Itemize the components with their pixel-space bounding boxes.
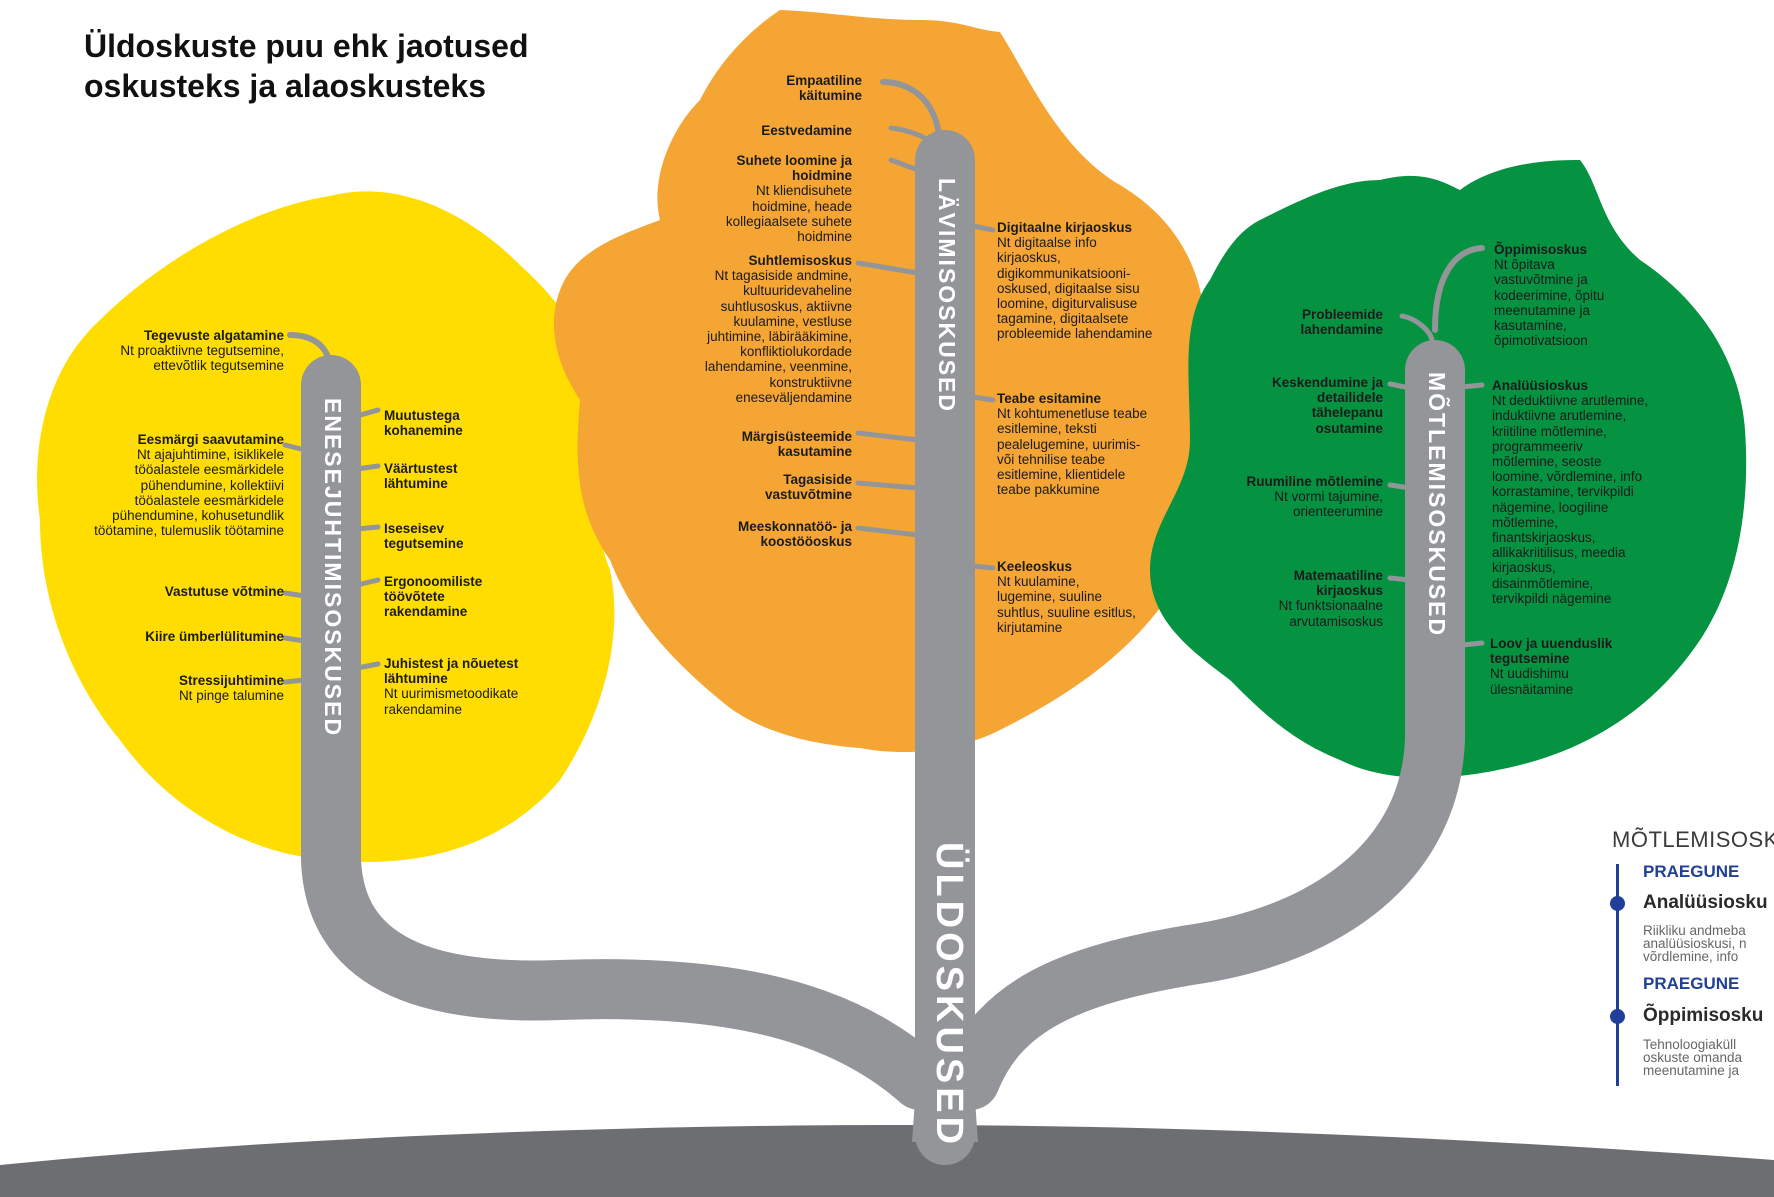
trunk-base bbox=[912, 1100, 978, 1142]
connector-twigs bbox=[282, 125, 1485, 685]
skill-ruumiline-motlemine: Ruumiline mõtlemine Nt vormi tajumine, o… bbox=[1246, 474, 1383, 520]
skill-oppimisoskus: Õppimisoskus Nt õpitava vastuvõtmine ja … bbox=[1494, 242, 1605, 349]
center-branch-tip bbox=[880, 79, 943, 153]
ground-hill bbox=[0, 1125, 1774, 1197]
title-line-1: Üldoskuste puu ehk jaotused bbox=[84, 28, 529, 64]
skill-iseseisev-tegutsemine: Iseseisev tegutsemine bbox=[384, 521, 464, 552]
left-branch bbox=[301, 355, 950, 1110]
motlemisoskused-timeline-panel: MÕTLEMISOSK PRAEGUNE Analüüsiosku Riikli… bbox=[1610, 822, 1774, 1087]
timeline-desc-2-line-2: oskuste omanda bbox=[1643, 1050, 1743, 1065]
title-line-2: oskusteks ja alaoskusteks bbox=[84, 68, 487, 104]
skill-probleemide-lahendamine: Probleemide lahendamine bbox=[1300, 307, 1383, 338]
branch-label-lavimisoskused: LÄVIMISOSKUSED bbox=[934, 178, 960, 414]
skill-vastutuse-votmine: Vastutuse võtmine bbox=[164, 584, 284, 599]
timeline-tag-2: PRAEGUNE bbox=[1643, 974, 1740, 993]
skill-matemaatiline-kirjaoskus: Matemaatiline kirjaoskus Nt funktsionaal… bbox=[1278, 568, 1383, 629]
skill-eestvedamine: Eestvedamine bbox=[761, 123, 852, 138]
tree-branches bbox=[287, 79, 1485, 1165]
skill-tagasiside-vastuvotmine: Tagasiside vastuvõtmine bbox=[764, 472, 852, 503]
skill-empaatiline-kaitumine: Empaatiline käitumine bbox=[786, 73, 862, 104]
skill-suhete-loomine-ja-hoidmine: Suhete loomine ja hoidmine Nt kliendisuh… bbox=[725, 153, 852, 245]
skill-digitaalne-kirjaoskus: Digitaalne kirjaoskus Nt digitaalse info… bbox=[997, 220, 1153, 342]
skill-tegevuste-algatamine: Tegevuste algatamine Nt proaktiivne tegu… bbox=[120, 328, 284, 374]
timeline-skill-2: Õppimisosku bbox=[1643, 1005, 1764, 1026]
skill-kiire-umberlulitumine: Kiire ümberlülitumine bbox=[145, 629, 284, 644]
skill-margisusteemide-kasutamine: Märgisüsteemide kasutamine bbox=[741, 429, 852, 460]
skill-keskendumine-ja-detailidele-tahelepanu: Keskendumine ja detailidele tähelepanu o… bbox=[1271, 375, 1383, 436]
skill-analuusioskus: Analüüsioskus Nt deduktiivne arutlemine,… bbox=[1492, 378, 1649, 606]
skill-keeleoskus: Keeleoskus Nt kuulamine, lugemine, suuli… bbox=[997, 559, 1136, 635]
timeline-tag-1: PRAEGUNE bbox=[1643, 862, 1740, 881]
branch-label-eneesejuhtimisoskused: ENESEJUHTIMISOSKUSED bbox=[320, 398, 346, 738]
branch-label-motlemisoskused: MÕTLEMISOSKUSED bbox=[1424, 372, 1450, 638]
skill-stressijuhtimine: Stressijuhtimine Nt pinge talumine bbox=[178, 673, 284, 704]
timeline-desc-2-line-3: meenutamine ja bbox=[1643, 1063, 1740, 1078]
skill-suhtlemisoskus: Suhtlemisoskus Nt tagasiside andmine, ku… bbox=[704, 253, 852, 405]
timeline-dot-2 bbox=[1610, 1009, 1625, 1024]
page-title: Üldoskuste puu ehk jaotused oskusteks ja… bbox=[84, 26, 529, 106]
skill-ergonoomiliste-toovotete-rakendamine: Ergonoomiliste töövõtete rakendamine bbox=[384, 574, 483, 620]
timeline-line bbox=[1616, 864, 1619, 1086]
skill-teabe-esitamine: Teabe esitamine Nt kohtumenetluse teabe … bbox=[997, 391, 1148, 498]
right-branch bbox=[940, 340, 1465, 1110]
skill-eesmargi-saavutamine: Eesmärgi saavutamine Nt ajajuhtimine, is… bbox=[94, 432, 284, 539]
skill-meeskonnatoo-ja-koostooskus: Meeskonnatöö- ja koostööoskus bbox=[737, 519, 852, 550]
orange-leaf-canopy bbox=[553, 10, 1215, 753]
skill-loov-ja-uuenduslik-tegutsemine: Loov ja uuenduslik tegutsemine Nt uudish… bbox=[1490, 636, 1613, 697]
skill-vaartustest-lahtumine: Väärtustest lähtumine bbox=[384, 461, 458, 492]
skill-muutustega-kohanemine: Muutustega kohanemine bbox=[384, 408, 463, 439]
panel-title: MÕTLEMISOSK bbox=[1612, 827, 1774, 852]
timeline-skill-1: Analüüsiosku bbox=[1643, 892, 1768, 913]
timeline-desc-1-line-2: analüüsioskusi, n bbox=[1643, 936, 1747, 951]
timeline-desc-1-line-1: Riikliku andmeba bbox=[1643, 923, 1746, 938]
right-branch-tip bbox=[1432, 245, 1485, 333]
trunk-label-uldoskused: ÜLDOSKUSED bbox=[928, 842, 970, 1149]
skill-juhistest-ja-nouetest-lahtumine: Juhistest ja nõuetest lähtumine Nt uurim… bbox=[384, 656, 519, 717]
timeline-dot-1 bbox=[1610, 896, 1625, 911]
left-branch-tip bbox=[287, 332, 334, 378]
timeline-desc-1-line-3: võrdlemine, info bbox=[1643, 949, 1739, 964]
timeline-desc-2-line-1: Tehnoloogiaküll bbox=[1643, 1037, 1737, 1052]
